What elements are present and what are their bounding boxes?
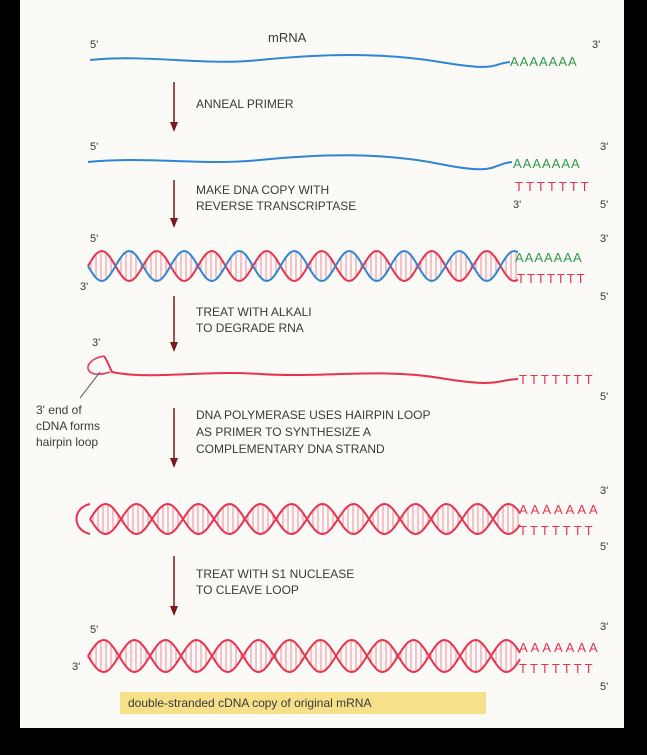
poly-t-strand: TTTTTTT <box>519 661 596 676</box>
step-4-text-line3: COMPLEMENTARY DNA STRAND <box>196 442 385 456</box>
row-single-cdna: 3' TTTTTTT 5' <box>79 337 608 403</box>
arrow-head <box>170 342 178 352</box>
strand-a <box>87 638 521 674</box>
five-prime-label: 5' <box>600 391 608 403</box>
caption-highlight <box>120 692 486 714</box>
poly-t-strand: TTTTTTT <box>517 271 587 286</box>
three-prime-label: 3' <box>600 233 608 245</box>
side-note-line2: cDNA forms <box>36 419 100 433</box>
diagram-panel <box>20 0 624 728</box>
poly-t-strand: TTTTTTT <box>519 372 596 387</box>
caption: double-stranded cDNA copy of original mR… <box>128 696 371 710</box>
ds-dna-helix <box>87 638 521 674</box>
arrow-head <box>170 606 178 616</box>
strand-a <box>89 502 521 536</box>
poly-t-strand: TTTTTTT <box>519 523 596 538</box>
five-prime-label: 5' <box>600 541 608 553</box>
five-prime-label: 5' <box>90 39 98 51</box>
poly-a-tail: AAAAAAA <box>513 156 581 171</box>
three-prime-label: 3' <box>513 199 521 211</box>
five-prime-label: 5' <box>90 141 98 153</box>
step-5-text-line2: TO CLEAVE LOOP <box>196 583 299 597</box>
step-5-text-line1: TREAT WITH S1 NUCLEASE <box>196 567 354 581</box>
strand-a <box>87 249 519 283</box>
three-prime-label: 3' <box>72 661 80 673</box>
three-prime-label: 3' <box>600 621 608 633</box>
five-prime-label: 5' <box>90 624 98 636</box>
hairpin-loop-closed <box>75 503 91 535</box>
five-prime-label: 5' <box>90 233 98 245</box>
row-ds-cdna-hairpin: 3' 5' AAAAAAA TTTTTTT <box>75 485 608 553</box>
row-mrna: mRNA 5' 3' AAAAAAA <box>89 30 600 69</box>
step-1-text: ANNEAL PRIMER <box>196 97 294 111</box>
three-prime-label: 3' <box>600 141 608 153</box>
five-prime-label: 5' <box>600 199 608 211</box>
oligo-dt-primer: TTTTTTT <box>515 179 592 194</box>
row-hybrid-helix: 5' 3' 3' 5' AAAAAAA TTTTTTT <box>80 233 608 303</box>
step-4-text-line2: AS PRIMER TO SYNTHESIZE A <box>196 425 371 439</box>
rna-dna-helix <box>87 249 519 283</box>
strand-b <box>87 249 519 283</box>
step-2-text-line1: MAKE DNA COPY WITH <box>196 183 329 197</box>
poly-a-tail: AAAAAAA <box>510 54 578 69</box>
mrna-strand <box>87 154 513 171</box>
step-4-text-line1: DNA POLYMERASE USES HAIRPIN LOOP <box>196 408 431 422</box>
mrna-label: mRNA <box>268 30 307 45</box>
three-prime-label: 3' <box>92 337 100 349</box>
side-note-line1: 3' end of <box>36 403 82 417</box>
hairpin-loop <box>87 355 111 376</box>
poly-a-tail: AAAAAAA <box>515 250 583 265</box>
five-prime-label: 5' <box>600 681 608 693</box>
side-note-line3: hairpin loop <box>36 435 98 449</box>
arrow-head <box>170 122 178 132</box>
poly-a-strand: AAAAAAA <box>519 502 601 517</box>
row-primer-annealed: 5' 3' AAAAAAA TTTTTTT 3' 5' <box>87 141 608 211</box>
arrow-head <box>170 218 178 228</box>
five-prime-label: 5' <box>600 291 608 303</box>
step-3-text-line2: TO DEGRADE RNA <box>196 321 304 335</box>
poly-a-strand: AAAAAAA <box>519 640 601 655</box>
arrow-head <box>170 458 178 468</box>
three-prime-label: 3' <box>80 281 88 293</box>
cdna-strand <box>103 355 519 384</box>
strand-b <box>89 502 521 536</box>
pointer-line <box>79 371 101 399</box>
strand-b <box>87 638 521 674</box>
step-3-text-line1: TREAT WITH ALKALI <box>196 305 312 319</box>
three-prime-label: 3' <box>600 485 608 497</box>
mrna-strand <box>89 54 511 68</box>
step-2-text-line2: REVERSE TRANSCRIPTASE <box>196 199 356 213</box>
ds-dna-helix <box>89 502 521 536</box>
row-final-ds-cdna: 5' 3' 3' 5' AAAAAAA TTTTTTT <box>72 621 608 693</box>
three-prime-label: 3' <box>592 39 600 51</box>
